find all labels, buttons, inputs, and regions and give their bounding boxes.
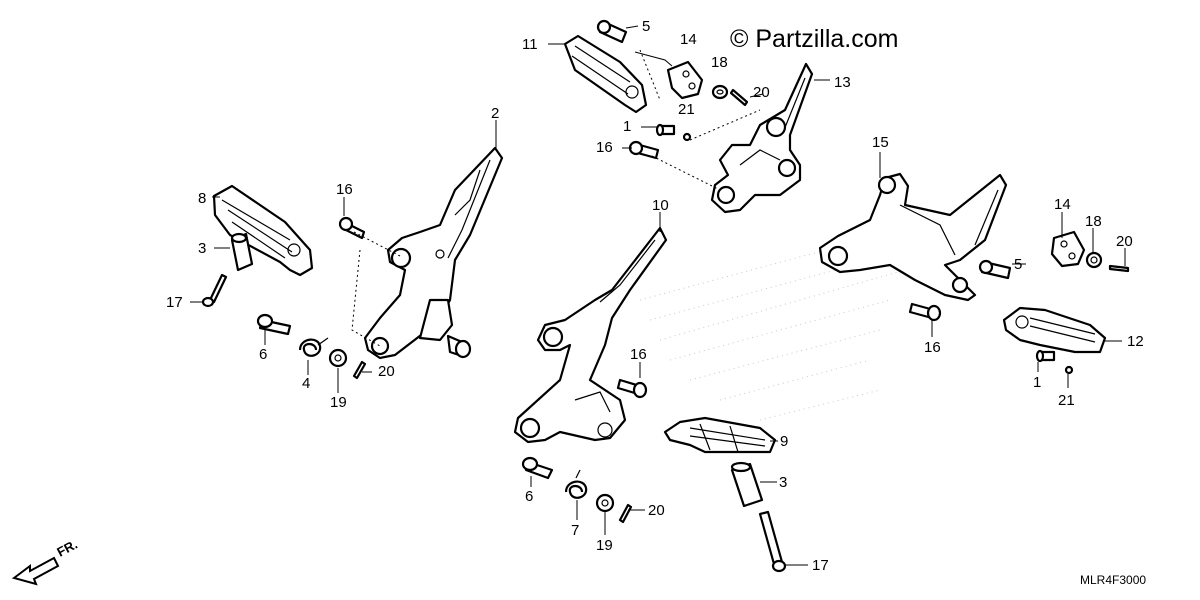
callout-10: 10 bbox=[652, 197, 669, 214]
upper-cotter-pin bbox=[729, 88, 749, 107]
right-passenger-footpeg bbox=[1002, 306, 1107, 354]
callout-6: 6 bbox=[259, 346, 267, 363]
upper-washer bbox=[711, 84, 729, 100]
callout-20: 20 bbox=[648, 502, 665, 519]
diagram-code: MLR4F3000 bbox=[1080, 573, 1146, 587]
callout-19: 19 bbox=[596, 537, 613, 554]
callout-5: 5 bbox=[1014, 256, 1022, 273]
callout-15: 15 bbox=[872, 134, 889, 151]
background-stipple bbox=[639, 229, 911, 421]
right-rider-footpeg bbox=[663, 416, 777, 454]
right-stopper-plate bbox=[1050, 230, 1086, 268]
left-footpeg bbox=[212, 184, 314, 277]
callout-17: 17 bbox=[812, 557, 829, 574]
upper-passenger-footpeg bbox=[563, 34, 648, 114]
callout-4: 4 bbox=[302, 375, 310, 392]
left-return-spring bbox=[298, 337, 329, 357]
callout-20: 20 bbox=[378, 363, 395, 380]
callout-2: 2 bbox=[491, 105, 499, 122]
center-return-spring bbox=[564, 469, 588, 499]
callout-16: 16 bbox=[336, 181, 353, 198]
callout-14: 14 bbox=[1054, 196, 1071, 213]
upper-passenger-bracket bbox=[710, 62, 814, 214]
callout-8: 8 bbox=[198, 190, 206, 207]
center-cotter-pin bbox=[618, 503, 633, 524]
upper-pivot-pin bbox=[596, 19, 628, 44]
upper-detent-ball bbox=[682, 132, 692, 142]
callout-3: 3 bbox=[198, 240, 206, 257]
callout-16: 16 bbox=[630, 346, 647, 363]
callout-9: 9 bbox=[780, 433, 788, 450]
right-cotter-pin bbox=[1108, 264, 1130, 273]
callout-13: 13 bbox=[834, 74, 851, 91]
left-collar bbox=[230, 232, 254, 272]
center-step-bracket bbox=[513, 226, 668, 444]
callout-20: 20 bbox=[1116, 233, 1133, 250]
callout-3: 3 bbox=[779, 474, 787, 491]
right-pivot-pin bbox=[978, 259, 1012, 280]
callout-21: 21 bbox=[1058, 392, 1075, 409]
callout-11: 11 bbox=[522, 36, 538, 53]
callout-labels: 5 11 14 18 20 13 21 1 16 2 16 8 3 17 6 4… bbox=[166, 18, 1144, 574]
direction-label: FR. bbox=[54, 537, 80, 560]
callout-14: 14 bbox=[680, 31, 697, 48]
leader-lines bbox=[190, 25, 1126, 566]
callout-16: 16 bbox=[596, 139, 613, 156]
left-cotter-pin bbox=[352, 360, 367, 380]
right-stopper-bolt bbox=[1035, 349, 1056, 363]
left-step-bracket bbox=[363, 146, 504, 360]
left-bracket-bolt bbox=[338, 216, 366, 240]
center-pivot-pin bbox=[758, 510, 787, 573]
right-washer bbox=[1085, 251, 1103, 269]
right-bracket-bolt bbox=[908, 302, 942, 322]
callout-18: 18 bbox=[1085, 213, 1102, 230]
center-washer bbox=[595, 493, 615, 513]
callout-20: 20 bbox=[753, 84, 770, 101]
callout-18: 18 bbox=[711, 54, 728, 71]
callout-21: 21 bbox=[678, 101, 695, 118]
watermark: © Partzilla.com bbox=[730, 25, 898, 53]
front-direction-arrow-icon bbox=[11, 556, 60, 586]
upper-stopper-bolt bbox=[655, 123, 676, 137]
right-passenger-bracket bbox=[818, 172, 1008, 302]
callout-17: 17 bbox=[166, 294, 183, 311]
upper-bracket-bolt bbox=[628, 140, 660, 160]
upper-stopper-plate bbox=[666, 60, 704, 100]
callout-7: 7 bbox=[571, 522, 579, 539]
center-bracket-bolt bbox=[616, 378, 648, 399]
center-collar bbox=[730, 461, 764, 508]
left-washer bbox=[328, 348, 348, 368]
left-pivot-bolt bbox=[256, 313, 292, 336]
left-pivot-pin bbox=[201, 273, 228, 308]
callout-6: 6 bbox=[525, 488, 533, 505]
callout-19: 19 bbox=[330, 394, 347, 411]
callout-12: 12 bbox=[1127, 333, 1144, 350]
callout-1: 1 bbox=[623, 118, 631, 135]
right-detent-ball bbox=[1064, 365, 1074, 375]
callout-16: 16 bbox=[924, 339, 941, 356]
callout-1: 1 bbox=[1033, 374, 1041, 391]
callout-5: 5 bbox=[642, 18, 650, 35]
center-pivot-bolt bbox=[521, 456, 554, 480]
